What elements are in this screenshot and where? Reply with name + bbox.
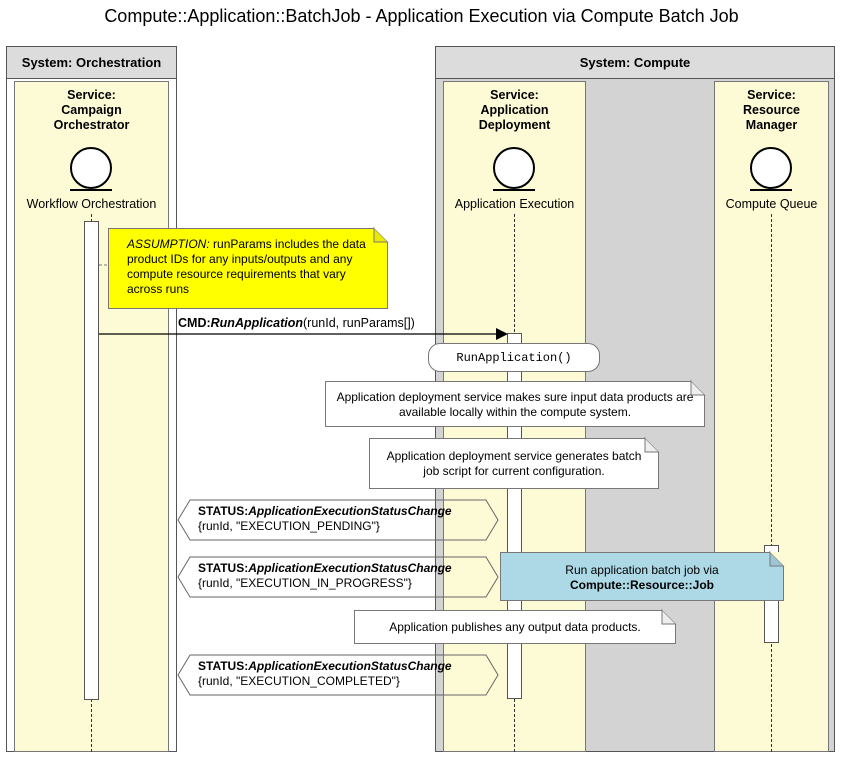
run-job-line2: Compute::Resource::Job xyxy=(569,578,714,592)
status-prefix: STATUS: xyxy=(198,504,249,518)
note-fold-assumption xyxy=(373,226,390,243)
command-args: (runId, runParams[]) xyxy=(303,316,415,330)
boundary-icon-base xyxy=(493,189,535,191)
note-run-job: Run application batch job via Compute::R… xyxy=(500,552,784,601)
command-name: RunApplication xyxy=(210,316,303,330)
lifeline-compute-queue xyxy=(771,214,772,752)
component-workflow-orchestration: Workflow Orchestration xyxy=(26,197,157,211)
note-assumption: ASSUMPTION: runParams includes the data … xyxy=(108,228,388,309)
status-name: ApplicationExecutionStatusChange xyxy=(248,659,452,673)
note-fold-run-job xyxy=(769,550,786,567)
activation-workflow-orchestration xyxy=(84,221,99,700)
diagram-title: Compute::Application::BatchJob - Applica… xyxy=(104,6,739,26)
status-args: {runId, "EXECUTION_IN_PROGRESS"} xyxy=(198,576,412,590)
boundary-icon xyxy=(750,147,792,189)
boundary-icon-base xyxy=(750,189,792,191)
boundary-icon xyxy=(70,147,112,189)
service-label: Service: Application Deployment xyxy=(478,88,551,132)
status-pending: STATUS:ApplicationExecutionStatusChange … xyxy=(180,504,452,534)
command-label: CMD:RunApplication(runId, runParams[]) xyxy=(178,316,415,330)
status-outline-pending xyxy=(177,499,499,541)
component-compute-queue: Compute Queue xyxy=(725,197,818,211)
command-prefix: CMD: xyxy=(178,316,211,330)
component-application-execution: Application Execution xyxy=(454,197,575,211)
status-args: {runId, "EXECUTION_COMPLETED"} xyxy=(198,674,400,688)
note-publish: Application publishes any output data pr… xyxy=(354,610,676,644)
status-prefix: STATUS: xyxy=(198,561,249,575)
note-fold-publish xyxy=(661,608,678,625)
status-completed: STATUS:ApplicationExecutionStatusChange … xyxy=(180,659,452,689)
note-batch-script: Application deployment service generates… xyxy=(369,438,659,489)
note-input-data: Application deployment service makes sur… xyxy=(325,381,705,427)
boundary-icon xyxy=(493,147,535,189)
assumption-text: runParams includes the data product IDs … xyxy=(127,237,366,296)
method-call-box: RunApplication() xyxy=(428,343,600,372)
boundary-icon-base xyxy=(70,189,112,191)
service-label: Service: Campaign Orchestrator xyxy=(53,88,130,132)
status-name: ApplicationExecutionStatusChange xyxy=(248,504,452,518)
status-prefix: STATUS: xyxy=(198,659,249,673)
note-fold-input-data xyxy=(690,379,707,396)
status-name: ApplicationExecutionStatusChange xyxy=(248,561,452,575)
status-outline-in-progress xyxy=(177,556,499,598)
assumption-prefix: ASSUMPTION: xyxy=(127,237,210,251)
status-outline-completed xyxy=(177,654,499,696)
run-job-line1: Run application batch job via xyxy=(565,563,719,577)
system-orchestration-header: System: Orchestration xyxy=(7,47,176,79)
status-args: {runId, "EXECUTION_PENDING"} xyxy=(198,519,380,533)
system-compute-header: System: Compute xyxy=(436,47,834,79)
note-fold-batch-script xyxy=(644,436,661,453)
status-in-progress: STATUS:ApplicationExecutionStatusChange … xyxy=(180,561,452,591)
command-arrow-head xyxy=(496,328,508,340)
service-label: Service: Resource Manager xyxy=(743,88,800,132)
